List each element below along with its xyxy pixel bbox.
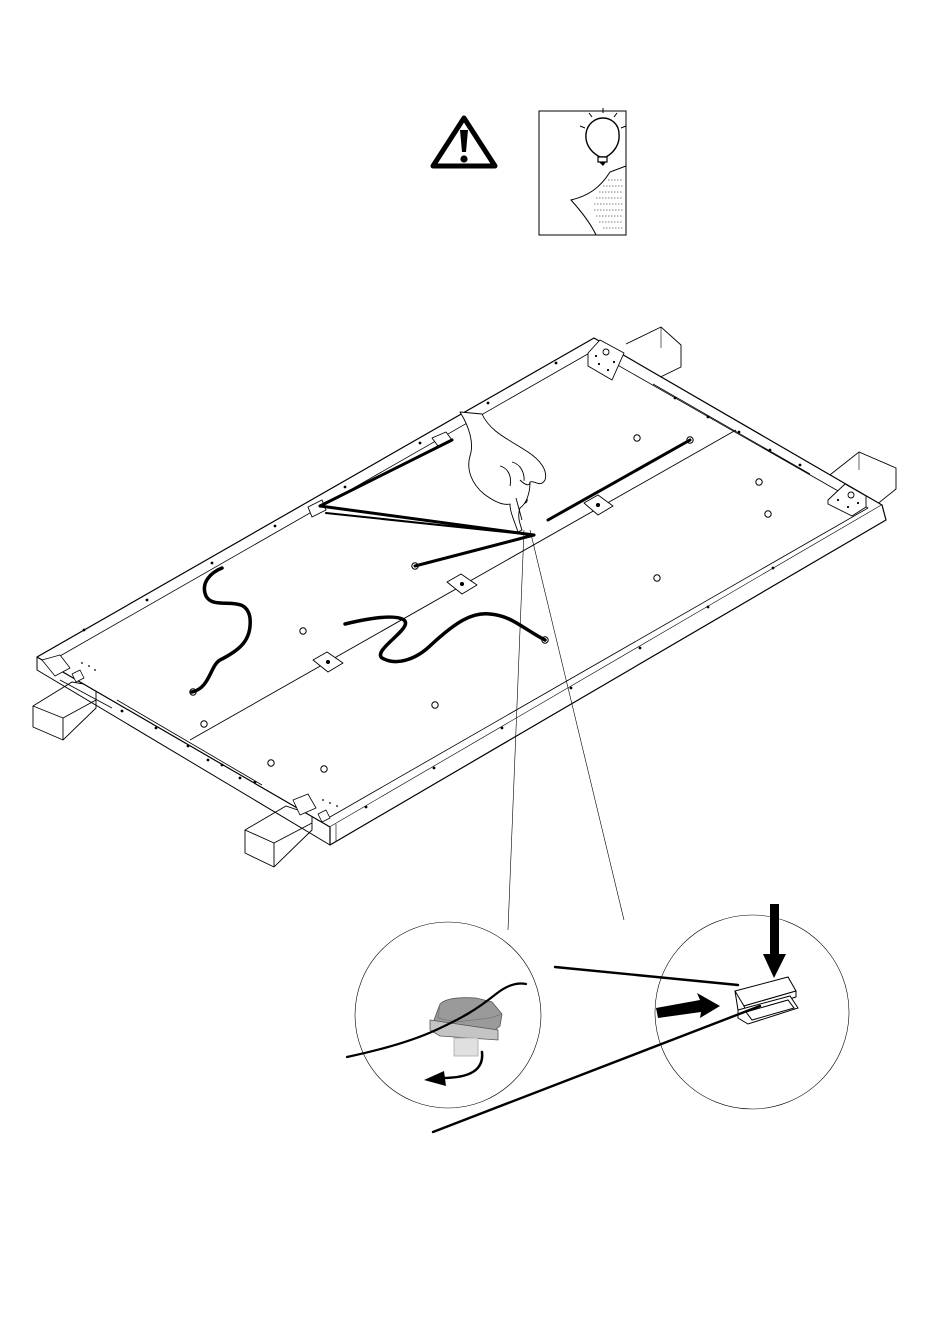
panel-with-led-cable: [37, 338, 886, 845]
clip-press-detail: [655, 904, 849, 1109]
support-block-bottom: [245, 806, 312, 867]
warning-triangle-icon: [433, 118, 495, 166]
cable-clip-detail: [347, 922, 541, 1108]
lightbulb-note-icon: [539, 108, 626, 235]
support-block-left: [33, 682, 96, 740]
